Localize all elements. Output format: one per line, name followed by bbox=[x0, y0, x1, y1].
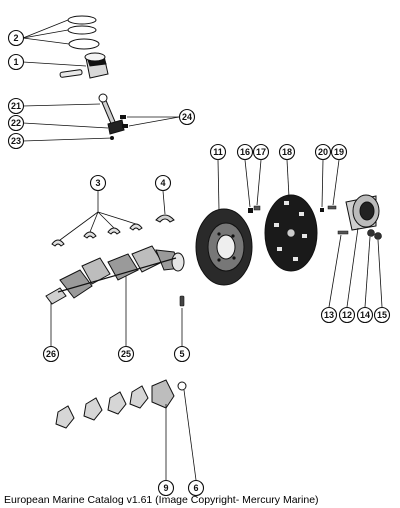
svg-text:26: 26 bbox=[46, 349, 56, 359]
svg-text:24: 24 bbox=[182, 112, 192, 122]
svg-text:16: 16 bbox=[240, 147, 250, 157]
leader-lines bbox=[22, 19, 383, 481]
callout-19: 19 bbox=[330, 143, 348, 161]
callout-5: 5 bbox=[173, 345, 191, 363]
svg-text:25: 25 bbox=[121, 349, 131, 359]
callout-22: 22 bbox=[7, 114, 25, 132]
image-caption: European Marine Catalog v1.61 (Image Cop… bbox=[4, 494, 319, 506]
thrust-bearing bbox=[155, 214, 175, 223]
callout-6: 6 bbox=[187, 479, 205, 497]
callout-16: 16 bbox=[236, 143, 254, 161]
svg-text:22: 22 bbox=[11, 118, 21, 128]
callout-24: 24 bbox=[178, 108, 196, 126]
callout-13: 13 bbox=[320, 306, 338, 324]
svg-text:18: 18 bbox=[282, 147, 292, 157]
svg-text:17: 17 bbox=[256, 147, 266, 157]
svg-text:20: 20 bbox=[318, 147, 328, 157]
svg-text:11: 11 bbox=[213, 147, 223, 157]
svg-text:23: 23 bbox=[11, 136, 21, 146]
svg-text:13: 13 bbox=[324, 310, 334, 320]
coupler-washers bbox=[367, 229, 382, 240]
svg-text:12: 12 bbox=[342, 310, 352, 320]
dowel-pin bbox=[179, 295, 185, 307]
crankshaft bbox=[45, 245, 185, 305]
svg-text:5: 5 bbox=[179, 349, 184, 359]
svg-text:19: 19 bbox=[334, 147, 344, 157]
flywheel bbox=[195, 208, 253, 286]
svg-text:9: 9 bbox=[163, 483, 168, 493]
svg-text:15: 15 bbox=[377, 310, 387, 320]
main-bearings bbox=[51, 223, 143, 247]
callout-9: 9 bbox=[157, 479, 175, 497]
svg-text:1: 1 bbox=[13, 57, 18, 67]
drive-plate bbox=[264, 194, 318, 272]
svg-text:2: 2 bbox=[13, 33, 18, 43]
svg-text:14: 14 bbox=[360, 310, 370, 320]
coupler bbox=[345, 194, 380, 231]
adapter-pins bbox=[320, 205, 337, 212]
callout-21: 21 bbox=[7, 97, 25, 115]
piston bbox=[59, 52, 109, 79]
svg-text:4: 4 bbox=[160, 178, 165, 188]
svg-text:21: 21 bbox=[11, 101, 21, 111]
flywheel-bolts bbox=[248, 205, 261, 213]
rod-bolt-nuts bbox=[120, 115, 128, 128]
piston-rings bbox=[67, 15, 100, 50]
bearing-caps bbox=[55, 379, 187, 429]
callout-18: 18 bbox=[278, 143, 296, 161]
callout-2: 2 bbox=[7, 29, 25, 47]
callout-20: 20 bbox=[314, 143, 332, 161]
callout-17: 17 bbox=[252, 143, 270, 161]
callout-26: 26 bbox=[42, 345, 60, 363]
callout-4: 4 bbox=[154, 174, 172, 192]
connecting-rod bbox=[98, 93, 125, 140]
svg-text:3: 3 bbox=[95, 178, 100, 188]
svg-text:6: 6 bbox=[193, 483, 198, 493]
callout-1: 1 bbox=[7, 53, 25, 71]
callout-25: 25 bbox=[117, 345, 135, 363]
callout-12: 12 bbox=[338, 306, 356, 324]
callout-15: 15 bbox=[373, 306, 391, 324]
coupler-bolt bbox=[337, 230, 349, 235]
callout-14: 14 bbox=[356, 306, 374, 324]
callout-3: 3 bbox=[89, 174, 107, 192]
callout-23: 23 bbox=[7, 132, 25, 150]
callout-11: 11 bbox=[209, 143, 227, 161]
